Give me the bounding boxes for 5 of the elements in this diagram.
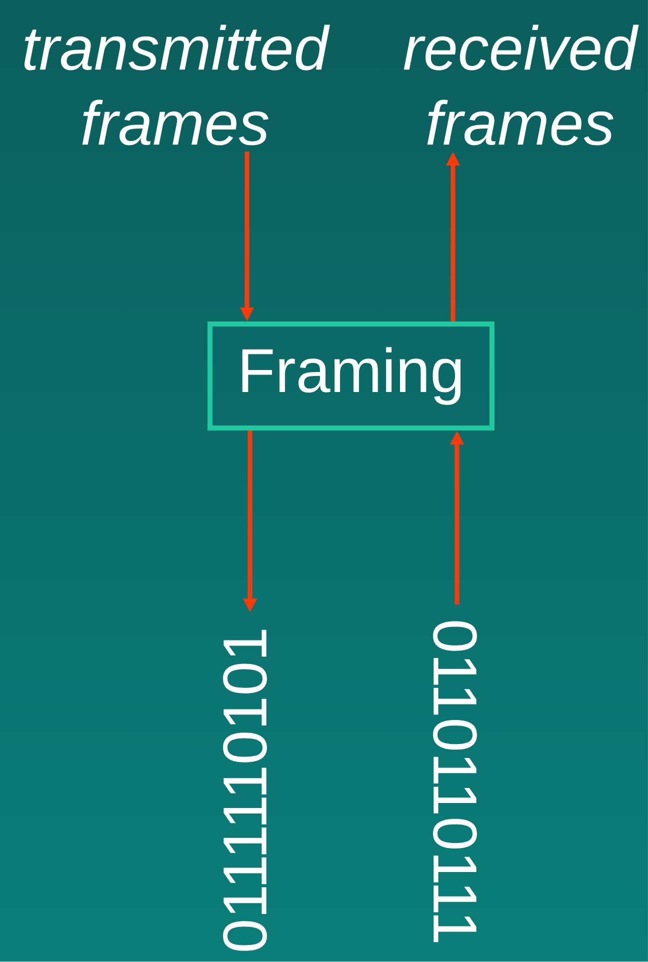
bit-string: 0111110101 [223, 630, 267, 951]
caption-text: received frames [404, 24, 639, 146]
bit-string: 0110110111 [433, 621, 477, 942]
process-box: Framing [208, 322, 494, 430]
caption-text: transmitted frames [24, 24, 330, 146]
